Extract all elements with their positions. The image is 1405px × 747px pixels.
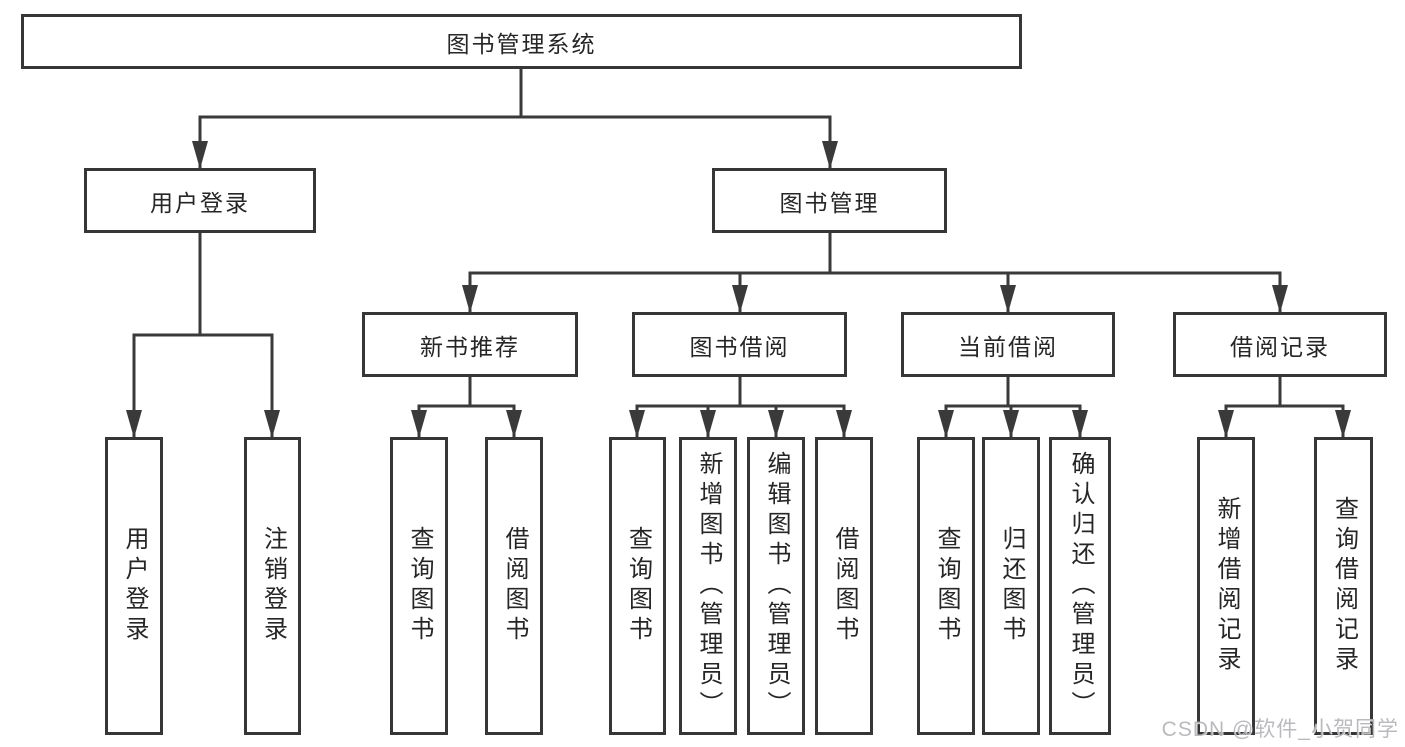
leaf-label: 查询图书 [406,526,433,646]
node-label: 当前借阅 [958,333,1058,360]
node-library-system: 图书管理系统 [21,14,1022,69]
leaf-edit-book-admin: 编辑图书（管理员） [747,437,805,735]
node-label: 借阅记录 [1230,333,1330,360]
leaf-borrow-books-recommend: 借阅图书 [485,437,543,735]
leaf-confirm-return-admin: 确认归还（管理员） [1049,437,1111,735]
leaf-label: 归还图书 [998,526,1025,646]
leaf-borrow-books-borrowing: 借阅图书 [815,437,873,735]
node-user-login: 用户登录 [84,168,316,233]
leaf-user-login: 用户登录 [105,437,163,735]
leaf-add-book-admin: 新增图书（管理员） [679,437,737,735]
leaf-label: 用户登录 [121,526,148,646]
leaf-label: 注销登录 [259,526,287,646]
leaf-query-books-current: 查询图书 [917,437,975,735]
node-label: 图书管理 [779,189,880,216]
leaf-label: 查询借阅记录 [1330,496,1358,676]
leaf-label: 查询图书 [933,526,960,646]
leaf-label: 新增图书（管理员） [695,451,722,721]
leaf-logout: 注销登录 [244,437,301,735]
leaf-query-borrow-record: 查询借阅记录 [1314,437,1373,735]
node-label: 用户登录 [150,189,250,216]
node-book-management: 图书管理 [712,168,947,233]
leaf-query-books-recommend: 查询图书 [390,437,448,735]
leaf-query-books-borrowing: 查询图书 [609,437,666,735]
leaf-label: 确认归还（管理员） [1067,451,1094,721]
node-label: 新书推荐 [420,333,520,360]
leaf-add-borrow-record: 新增借阅记录 [1197,437,1255,735]
leaf-return-books: 归还图书 [982,437,1040,735]
node-borrowing-records: 借阅记录 [1173,312,1387,377]
node-label: 图书管理系统 [446,30,597,57]
node-label: 图书借阅 [689,333,790,360]
leaf-label: 借阅图书 [501,526,528,646]
node-book-borrowing: 图书借阅 [632,312,847,377]
leaf-label: 查询图书 [624,526,652,646]
leaf-label: 编辑图书（管理员） [763,451,790,721]
leaf-label: 借阅图书 [831,526,858,646]
csdn-watermark: CSDN @软件_小贺同学 [1161,718,1399,741]
node-current-borrowing: 当前借阅 [901,312,1115,377]
leaf-label: 新增借阅记录 [1213,496,1240,676]
node-new-book-recommend: 新书推荐 [362,312,578,377]
